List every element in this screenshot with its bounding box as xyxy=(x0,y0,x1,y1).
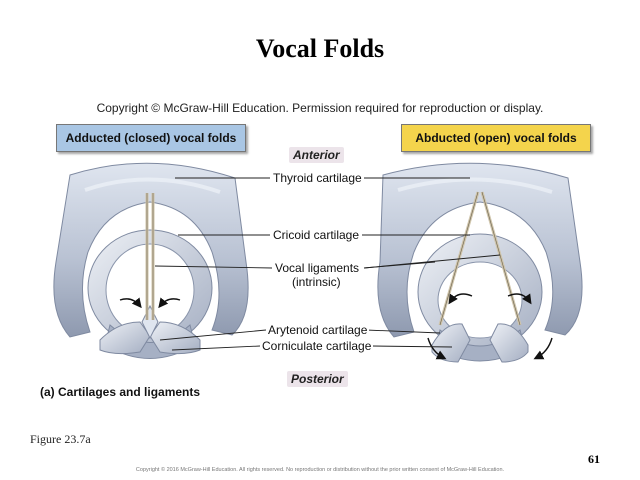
copyright-notice-bottom: Copyright © 2016 McGraw-Hill Education. … xyxy=(135,467,505,473)
left-vocal-ligaments xyxy=(145,193,155,320)
leader-lines xyxy=(154,177,501,351)
posterior-label: Posterior xyxy=(287,371,348,387)
adducted-label: Adducted (closed) vocal folds xyxy=(56,124,246,152)
copyright-notice-top: Copyright © McGraw-Hill Education. Permi… xyxy=(96,101,544,115)
slide-title: Vocal Folds xyxy=(255,34,385,63)
figure-reference: Figure 23.7a xyxy=(30,432,91,446)
cricoid-cartilage-label: Cricoid cartilage xyxy=(271,228,362,242)
thyroid-cartilage-label: Thyroid cartilage xyxy=(271,171,364,185)
vocal-ligaments-label: Vocal ligaments xyxy=(273,261,362,275)
corniculate-cartilage-label: Corniculate cartilage xyxy=(260,339,374,353)
arytenoid-cartilage-label: Arytenoid cartilage xyxy=(266,323,370,337)
anterior-label: Anterior xyxy=(289,147,344,163)
page-number: 61 xyxy=(588,452,600,466)
figure-caption: (a) Cartilages and ligaments xyxy=(40,385,201,399)
right-movement-arrows xyxy=(427,293,553,360)
right-thyroid-cartilage xyxy=(377,162,583,338)
vocal-ligaments-intrinsic-label: (intrinsic) xyxy=(290,275,343,289)
left-movement-arrows xyxy=(119,297,181,309)
abducted-label: Abducted (open) vocal folds xyxy=(401,124,591,152)
left-cricoid-cartilage xyxy=(87,229,213,359)
